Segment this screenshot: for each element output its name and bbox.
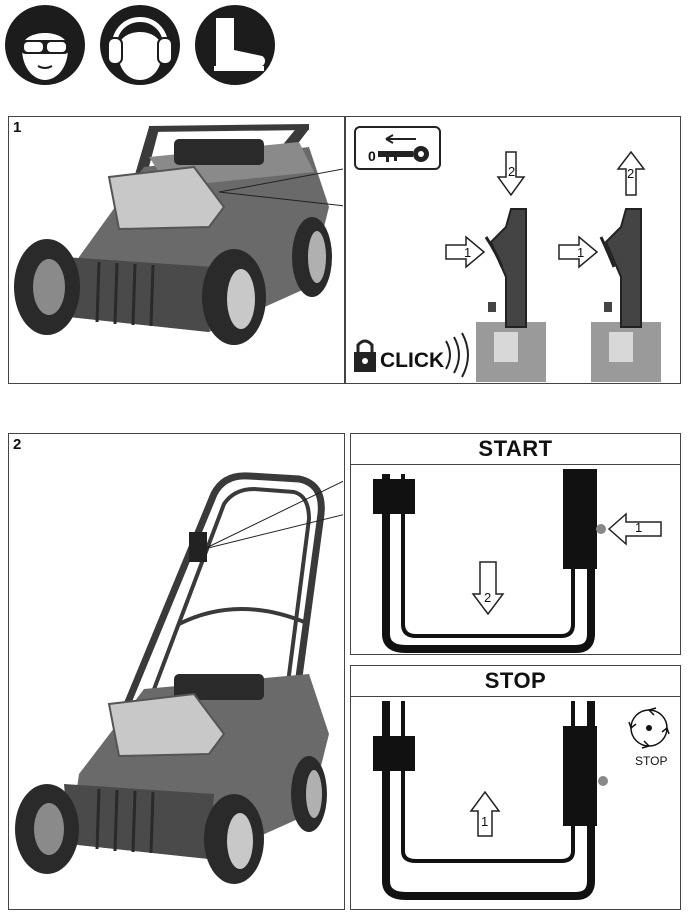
- start-panel: START 1 2: [350, 433, 681, 655]
- start-title: START: [351, 434, 680, 465]
- ear-protection-icon: [100, 5, 180, 85]
- start-handle-diagram: [373, 469, 662, 653]
- lock-icon: [354, 339, 376, 372]
- stop-title: STOP: [351, 666, 680, 697]
- mower-with-handle-illustration: [15, 472, 343, 884]
- start-arrow-2-label: 2: [484, 590, 492, 605]
- figure2-number: 2: [13, 436, 22, 453]
- stop-icon-label: STOP: [635, 754, 668, 768]
- right-arrow-1-label: 1: [577, 245, 585, 260]
- click-sound-icon: [445, 332, 469, 378]
- right-arrow-2-label: 2: [627, 166, 635, 181]
- left-arrow-2-label: 2: [508, 164, 516, 179]
- stop-arrow-1-label: 1: [481, 814, 489, 829]
- key-icon: [354, 126, 441, 170]
- start-arrow-1-label: 1: [635, 520, 643, 535]
- click-label: CLICK: [380, 349, 445, 372]
- figure1-detail-panel: 0 2 1 2 1 CLICK: [345, 116, 681, 384]
- figure1-mower-panel: 1: [8, 116, 345, 384]
- stop-handle-diagram: [373, 701, 670, 900]
- blade-stop-icon: [628, 707, 670, 749]
- safety-boots-icon: [195, 5, 275, 85]
- left-arrow-1-label: 1: [464, 245, 472, 260]
- safety-goggles-icon: [5, 5, 85, 85]
- key-zero-label: 0: [368, 148, 376, 164]
- mower-illustration: [14, 124, 343, 345]
- figure1-number: 1: [13, 119, 22, 136]
- safety-icons-row: [5, 5, 275, 85]
- figure2-mower-panel: 2: [8, 433, 345, 910]
- battery-insert-diagram: [354, 126, 661, 382]
- stop-panel: STOP 1 STOP: [350, 665, 681, 910]
